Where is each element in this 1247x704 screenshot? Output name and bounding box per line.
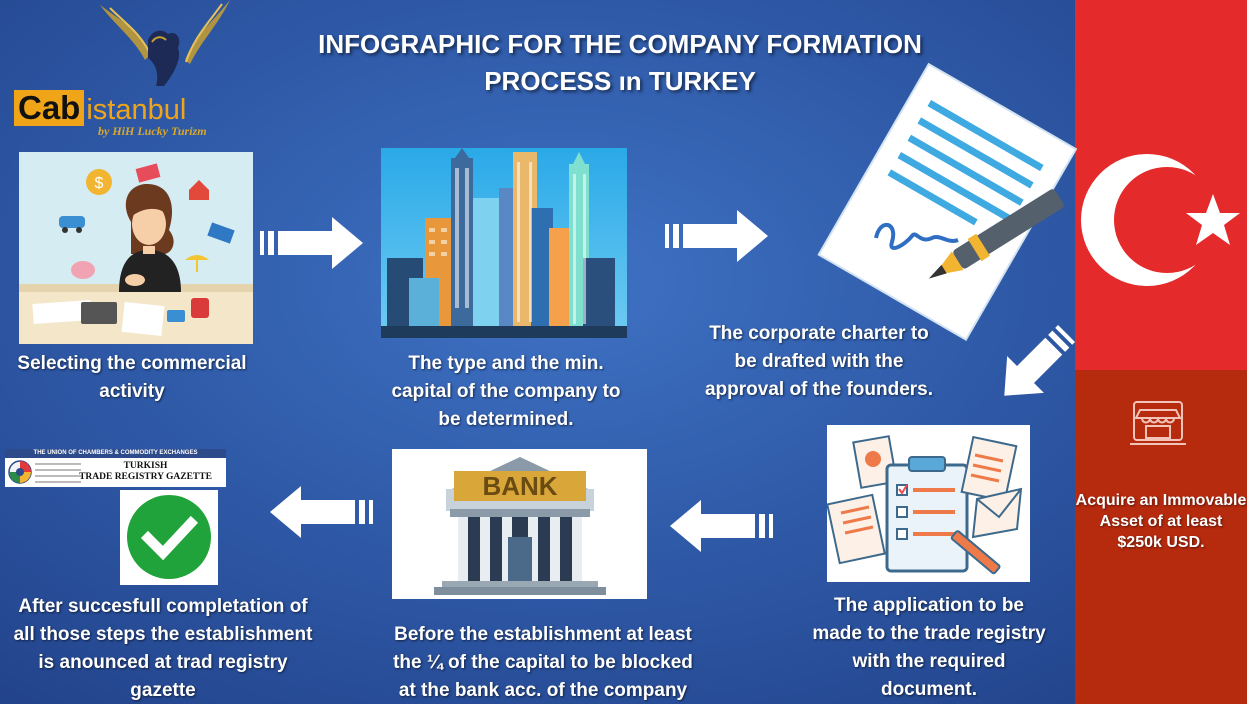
umbrella-icon: [185, 255, 209, 260]
calculator-icon: [81, 302, 117, 324]
step-4-line-3: with the required: [852, 651, 1006, 672]
arrow-down-left-icon: [1004, 324, 1076, 396]
step-4-line-2: made to the trade registry: [812, 623, 1046, 644]
mug-icon: [191, 298, 209, 318]
gazette-title: TURKISH TRADE REGISTRY GAZETTE: [63, 461, 226, 483]
step-6-line-2: all those steps the establishment: [13, 624, 313, 645]
step-4-line-1: The application to be: [833, 595, 1024, 616]
arrow-right-icon: [665, 210, 768, 262]
step-5-line-3: at the bank acc. of the company: [398, 680, 688, 701]
step-5-caption: Before the establishment at least the ¼ …: [370, 621, 716, 704]
side-panel: [1075, 370, 1247, 704]
step-1-caption: Selecting the commercial activity: [6, 350, 258, 406]
side-line-3: $250k USD.: [1117, 534, 1205, 551]
step-5-illustration: BANK: [392, 449, 647, 599]
step-5-line-1: Before the establishment at least: [394, 624, 692, 645]
car-icon: [59, 216, 85, 228]
dollar-icon: [86, 169, 112, 195]
gazette-title-line-1: TURKISH: [123, 461, 168, 471]
side-panel-text: Acquire an Immovable Asset of at least $…: [1068, 490, 1247, 553]
gazette-table-lines: [35, 463, 81, 483]
step-5-line-2: the ¼ of the capital to be blocked: [393, 652, 693, 673]
arrow-left-icon: [670, 500, 773, 552]
step-2-caption: The type and the min. capital of the com…: [366, 350, 646, 434]
turkish-flag: [1075, 0, 1247, 370]
step-1-line-1: Selecting the commercial: [17, 353, 247, 374]
step-3-illustration: [817, 62, 1078, 341]
check-circle-icon: [127, 495, 211, 579]
step-3-line-1: The corporate charter to: [709, 323, 929, 344]
step-4-illustration: [827, 425, 1030, 582]
step-3-line-3: approval of the founders.: [704, 379, 934, 400]
step-6-line-1: After succesfull completation of: [18, 596, 308, 617]
step-6-illustration: [120, 490, 218, 585]
arrow-left-icon: [270, 486, 373, 538]
side-line-1: Acquire an Immovable: [1075, 492, 1247, 509]
step-2-line-1: The type and the min.: [408, 353, 604, 374]
step-2-line-2: capital of the company to: [391, 381, 621, 402]
step-3-caption: The corporate charter to be drafted with…: [680, 320, 958, 404]
logo-brand-light: istanbul: [86, 94, 187, 126]
logo-tagline: by HiH Lucky Turizm: [98, 124, 207, 138]
title-line-1: INFOGRAPHIC FOR THE COMPANY FORMATION: [318, 29, 922, 59]
bank-sign-text: BANK: [482, 471, 557, 501]
storefront-icon: [1130, 401, 1186, 445]
page-title: INFOGRAPHIC FOR THE COMPANY FORMATION PR…: [250, 26, 990, 100]
step-4-caption: The application to be made to the trade …: [792, 592, 1066, 704]
step-1-illustration: $: [19, 152, 253, 344]
arrow-right-icon: [260, 217, 363, 269]
side-line-2: Asset of at least: [1099, 513, 1223, 530]
svg-text:$: $: [95, 175, 104, 192]
chamber-emblem-icon: [8, 460, 32, 484]
step-1-line-2: activity: [99, 381, 165, 402]
pegasus-logo-icon: [100, 0, 230, 86]
piggy-bank-icon: [71, 261, 95, 279]
company-logo: Cab istanbul: [14, 90, 186, 126]
logo-brand-bold: Cab: [14, 90, 85, 126]
title-line-2: PROCESS ın TURKEY: [484, 66, 756, 96]
step-2-line-3: be determined.: [438, 409, 574, 430]
step-4-line-4: document.: [880, 679, 978, 700]
gazette-title-line-2: TRADE REGISTRY GAZETTE: [79, 472, 212, 482]
gazette-header: THE UNION OF CHAMBERS & COMMODITY EXCHAN…: [5, 449, 226, 458]
crescent-star-icon: [1081, 154, 1240, 286]
step-6-line-3: is anounced at trad registry: [38, 652, 288, 673]
step-6-line-4: gazette: [130, 680, 196, 701]
step-6-caption: After succesfull completation of all tho…: [0, 593, 326, 704]
trade-registry-gazette-banner: THE UNION OF CHAMBERS & COMMODITY EXCHAN…: [5, 449, 226, 487]
step-3-line-2: be drafted with the: [734, 351, 904, 372]
step-2-illustration: [381, 148, 627, 338]
